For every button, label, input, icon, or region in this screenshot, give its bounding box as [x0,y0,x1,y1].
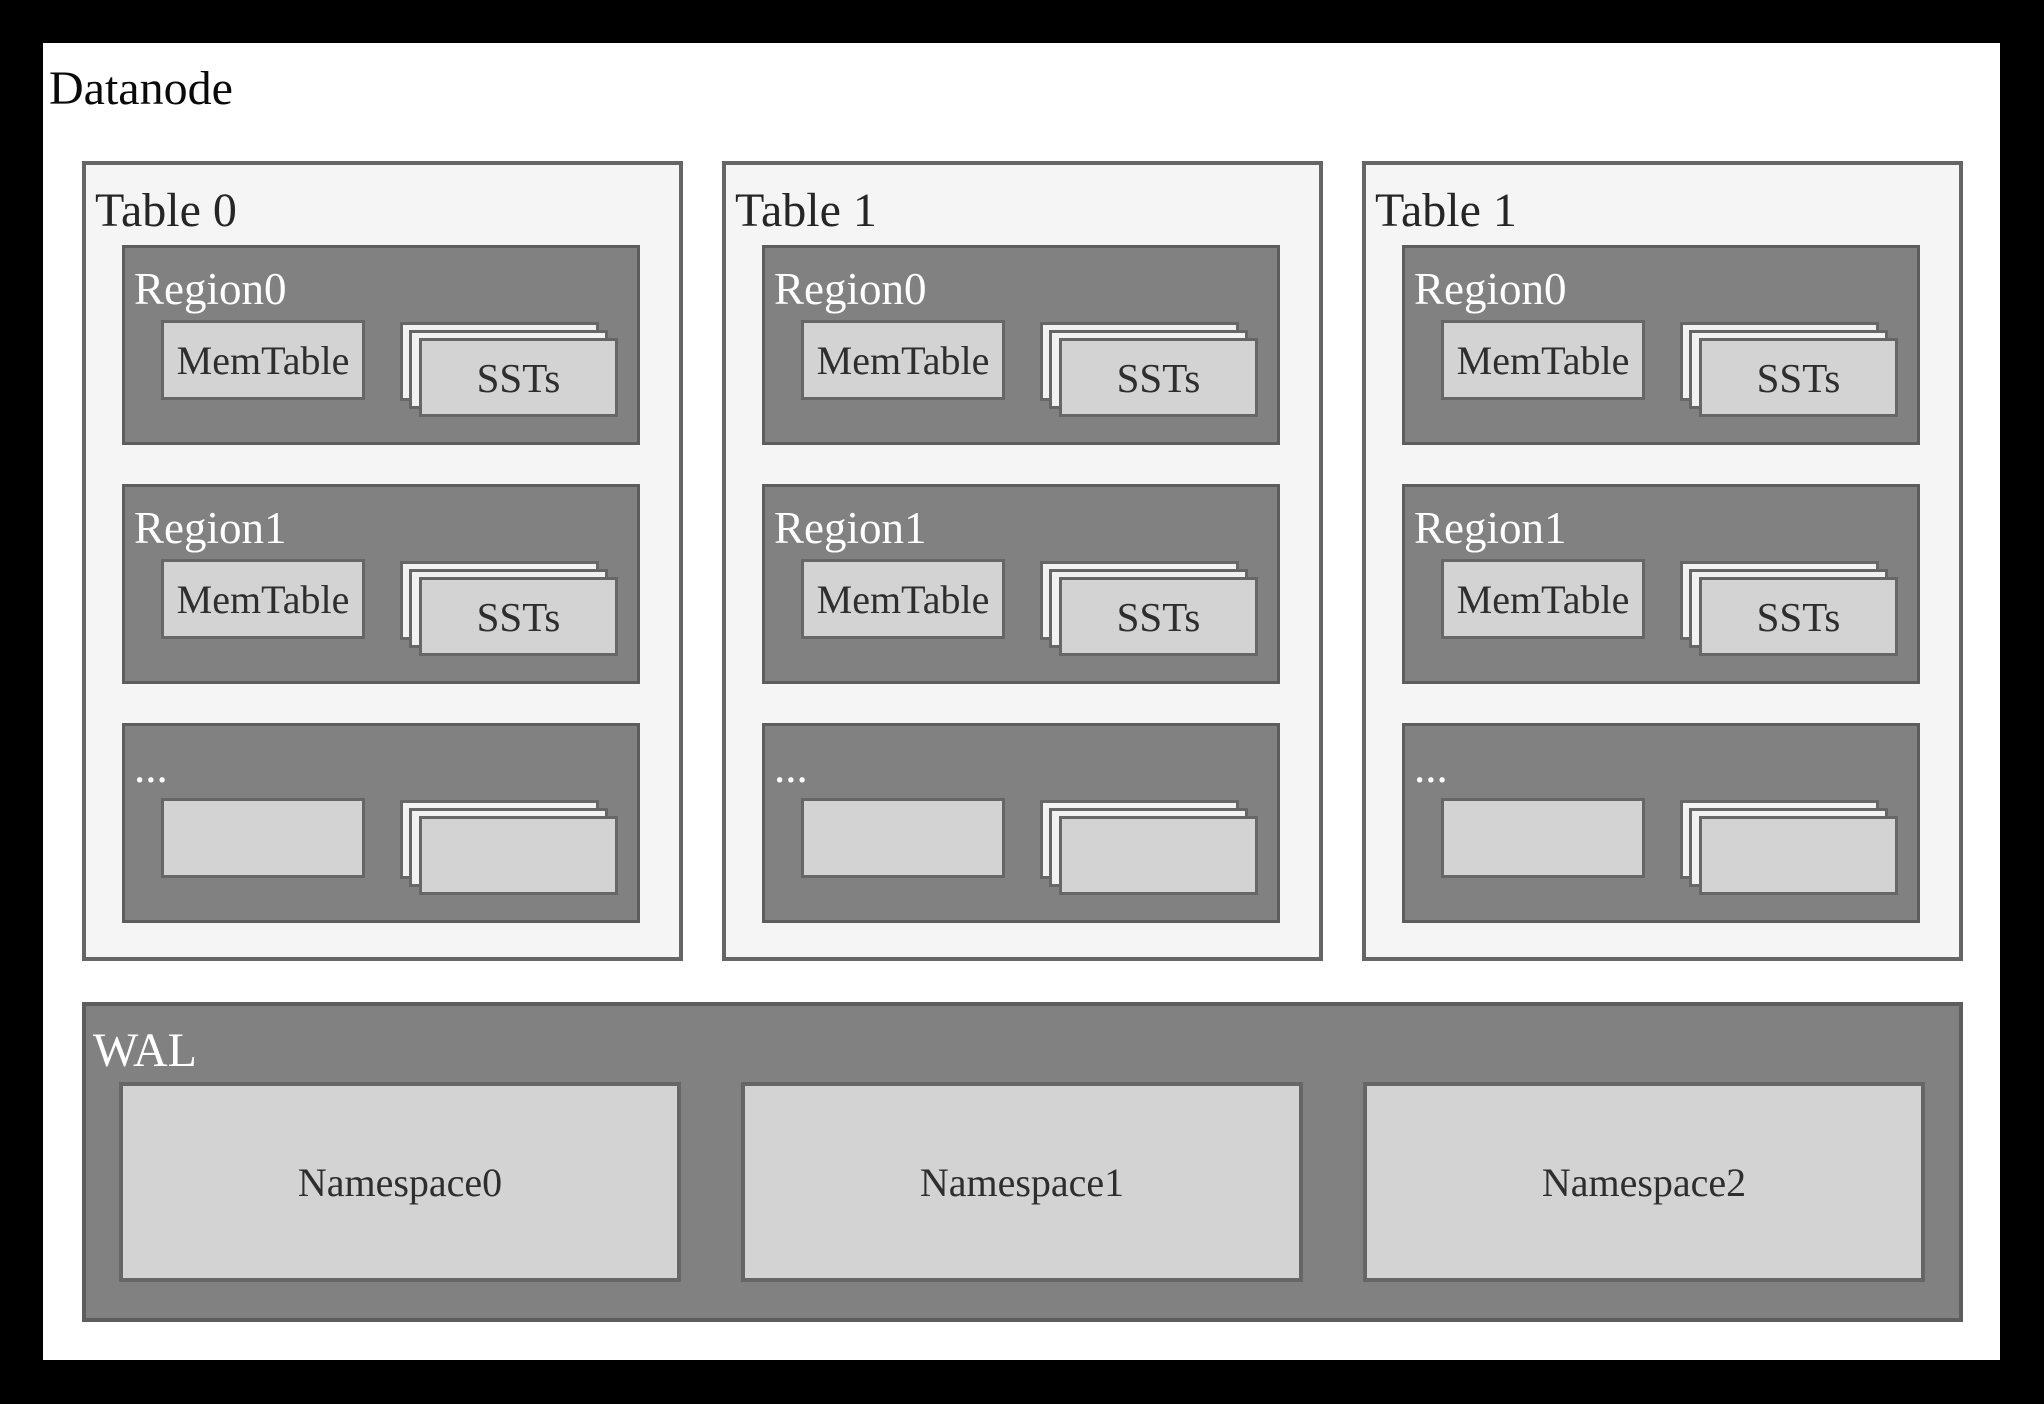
ssts-stack-empty [1680,800,1898,895]
ssts-stack: SSTs [1040,561,1258,656]
region-box-ellipsis: ... [1402,723,1920,923]
sst-sheet-front [1699,816,1898,895]
sst-sheet-front: SSTs [419,577,618,656]
sst-sheet-front: SSTs [419,338,618,417]
memtable-box: MemTable [1441,320,1645,400]
region-box: Region1 MemTable SSTs [762,484,1280,684]
region-label: Region0 [774,264,927,314]
namespaces-row: Namespace0 Namespace1 Namespace2 [119,1082,1925,1282]
ssts-stack: SSTs [400,322,618,417]
wal-label: WAL [93,1024,197,1077]
sst-sheet-front: SSTs [1059,338,1258,417]
namespace-box-2: Namespace2 [1363,1082,1925,1282]
region-label: Region0 [1414,264,1567,314]
region-label: Region1 [134,503,287,553]
datanode-canvas: Datanode Table 0 Region0 MemTable SSTs R… [43,43,2000,1360]
memtable-box: MemTable [801,320,1005,400]
sst-sheet-front: SSTs [1699,577,1898,656]
region-label: Region0 [134,264,287,314]
namespace-box-1: Namespace1 [741,1082,1303,1282]
ssts-stack: SSTs [1680,561,1898,656]
region-label: ... [774,742,808,792]
ssts-stack-empty [400,800,618,895]
table-box-2: Table 1 Region0 MemTable SSTs Region1 Me… [1362,161,1963,961]
region-label: ... [134,742,168,792]
namespace-box-0: Namespace0 [119,1082,681,1282]
ssts-stack: SSTs [1040,322,1258,417]
ssts-stack: SSTs [400,561,618,656]
memtable-box-empty [1441,798,1645,878]
region-box: Region1 MemTable SSTs [122,484,640,684]
memtable-box-empty [161,798,365,878]
region-box: Region0 MemTable SSTs [122,245,640,445]
region-label: Region1 [1414,503,1567,553]
ssts-stack: SSTs [1680,322,1898,417]
memtable-box: MemTable [161,559,365,639]
region-box: Region0 MemTable SSTs [762,245,1280,445]
ssts-stack-empty [1040,800,1258,895]
tables-row: Table 0 Region0 MemTable SSTs Region1 Me… [82,161,1963,961]
sst-sheet-front: SSTs [1059,577,1258,656]
table-label: Table 1 [735,184,877,237]
region-box: Region0 MemTable SSTs [1402,245,1920,445]
memtable-box: MemTable [801,559,1005,639]
wal-box: WAL Namespace0 Namespace1 Namespace2 [82,1002,1963,1322]
table-label: Table 0 [95,184,237,237]
region-box-ellipsis: ... [762,723,1280,923]
region-label: Region1 [774,503,927,553]
sst-sheet-front [419,816,618,895]
table-label: Table 1 [1375,184,1517,237]
regions-column: Region0 MemTable SSTs Region1 MemTable S… [1402,245,1920,923]
table-box-1: Table 1 Region0 MemTable SSTs Region1 Me… [722,161,1323,961]
sst-sheet-front: SSTs [1699,338,1898,417]
memtable-box: MemTable [1441,559,1645,639]
sst-sheet-front [1059,816,1258,895]
table-box-0: Table 0 Region0 MemTable SSTs Region1 Me… [82,161,683,961]
region-box-ellipsis: ... [122,723,640,923]
region-label: ... [1414,742,1448,792]
regions-column: Region0 MemTable SSTs Region1 MemTable S… [122,245,640,923]
regions-column: Region0 MemTable SSTs Region1 MemTable S… [762,245,1280,923]
memtable-box-empty [801,798,1005,878]
page-title: Datanode [49,62,233,115]
memtable-box: MemTable [161,320,365,400]
region-box: Region1 MemTable SSTs [1402,484,1920,684]
